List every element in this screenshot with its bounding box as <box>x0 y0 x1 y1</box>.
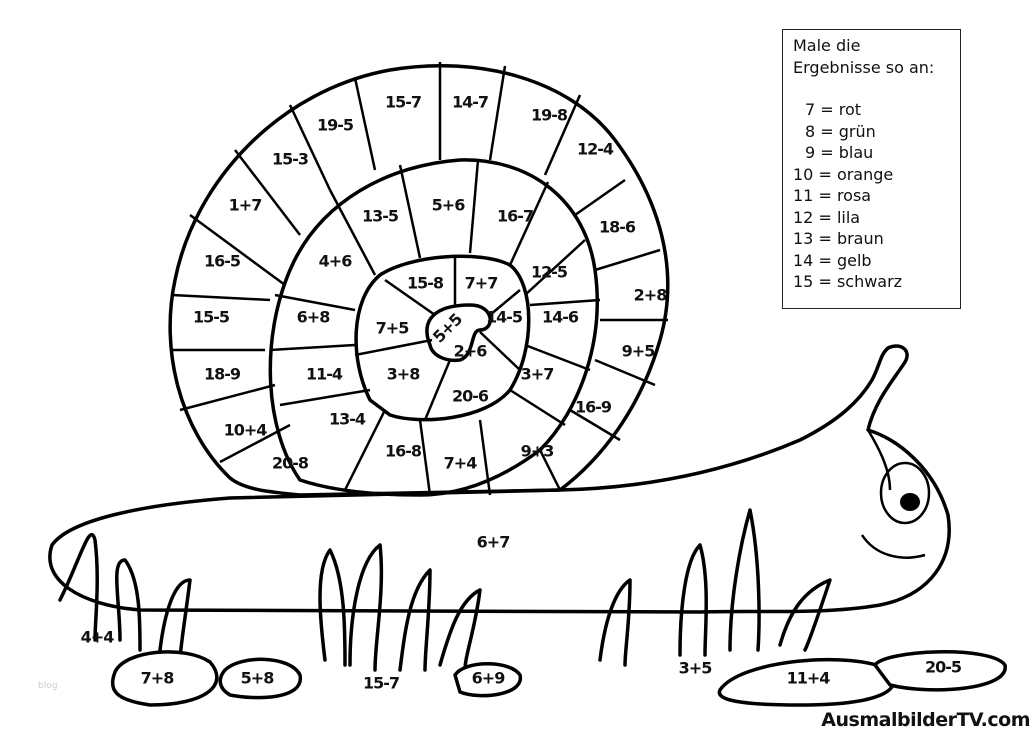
segment-label: 1+7 <box>229 196 262 215</box>
segment-label: 6+7 <box>477 533 510 552</box>
segment-label: 18-9 <box>204 365 241 384</box>
ground-labels: 6+7 4+4 7+8 5+8 15-7 6+9 3+5 11+4 20-5 <box>81 533 963 693</box>
segment-label: 15-7 <box>385 93 421 112</box>
grass <box>58 508 832 672</box>
brand-logo: AusmalbilderTV.com <box>821 709 1030 731</box>
segment-label: 11+4 <box>787 669 831 688</box>
segment-label: 6+9 <box>472 669 506 688</box>
snail-eye <box>879 461 931 525</box>
segment-label: 19-8 <box>531 106 568 125</box>
segment-label: 5+8 <box>241 669 275 688</box>
color-legend: Male die Ergebnisse so an: 7 = rot 8 = g… <box>782 29 961 309</box>
segment-label: 9+5 <box>622 342 656 361</box>
shell-center <box>425 303 492 363</box>
segment-label: 16-5 <box>204 252 241 271</box>
snail-body <box>48 344 951 614</box>
segment-label: 11-4 <box>306 365 343 384</box>
legend-item: 7 = rot <box>805 100 862 119</box>
segment-label: 16-7 <box>497 207 533 226</box>
segment-label: 7+5 <box>376 319 410 338</box>
segment-label: 13-4 <box>329 410 366 429</box>
segment-label: 7+7 <box>465 274 498 293</box>
segment-label: 14-7 <box>452 93 488 112</box>
legend-item: 15 = schwarz <box>793 272 903 291</box>
segment-label: 19-5 <box>317 116 354 135</box>
segment-label: 13-5 <box>362 207 399 226</box>
segment-label: 2+6 <box>454 342 488 361</box>
segment-label: 14-6 <box>542 308 579 327</box>
segment-label: 3+8 <box>387 365 421 384</box>
legend-item: 13 = braun <box>793 229 884 248</box>
segment-label: 5+6 <box>432 196 466 215</box>
shell-outer <box>168 64 670 497</box>
segment-label: 2+8 <box>634 286 668 305</box>
segment-label: 15-8 <box>407 274 444 293</box>
segment-label: 16-8 <box>385 442 422 461</box>
shell-middle <box>268 158 599 497</box>
shell-inner <box>354 254 531 422</box>
shell-dividers <box>170 62 668 496</box>
snail-pupil <box>900 493 920 511</box>
segment-label: 15-5 <box>193 308 230 327</box>
segment-label: 12-4 <box>577 140 614 159</box>
legend-title: Male die <box>793 36 861 55</box>
segment-label: 7+4 <box>444 454 478 473</box>
shell-inner-labels: 15-8 7+7 14-5 2+6 20-6 3+8 7+5 5+5 <box>376 274 524 406</box>
watermark: blog <box>38 681 58 691</box>
segment-label: 6+8 <box>297 308 331 327</box>
segment-label: 4+4 <box>81 628 115 647</box>
snail-smile <box>860 534 926 559</box>
segment-label: 7+8 <box>141 669 175 688</box>
shell-middle-labels: 13-5 5+6 16-7 12-5 14-6 3+7 9+3 7+4 13-4… <box>297 196 580 473</box>
segment-label: 12-5 <box>531 263 568 282</box>
segment-label: 20-6 <box>452 387 489 406</box>
segment-label: 9+3 <box>521 442 554 461</box>
legend-item: 8 = grün <box>805 121 876 141</box>
segment-label: 15-7 <box>363 674 399 693</box>
segment-label: 16-9 <box>575 398 612 417</box>
segment-label: 20-5 <box>925 658 962 677</box>
legend-subtitle: Ergebnisse so an: <box>793 57 935 77</box>
segment-label: 4+6 <box>319 252 353 271</box>
snail-neck <box>866 429 892 491</box>
segment-label: 18-6 <box>599 218 636 237</box>
shell-outer-labels: 15-7 14-7 19-8 12-4 18-6 2+8 9+5 16-9 16… <box>193 93 668 473</box>
segment-label: 3+5 <box>679 659 713 678</box>
segment-label: 15-3 <box>272 150 308 169</box>
segment-label: 20-8 <box>272 454 309 473</box>
legend-item: 9 = blau <box>805 143 874 162</box>
legend-item: 12 = lila <box>793 207 861 227</box>
segment-label: 14-5 <box>486 308 523 327</box>
segment-label: 3+7 <box>521 365 554 384</box>
segment-label: 10+4 <box>224 421 268 440</box>
legend-item: 14 = gelb <box>793 250 872 270</box>
legend-item: 10 = orange <box>793 164 894 184</box>
legend-item: 11 = rosa <box>793 186 872 205</box>
stones <box>110 650 1007 707</box>
